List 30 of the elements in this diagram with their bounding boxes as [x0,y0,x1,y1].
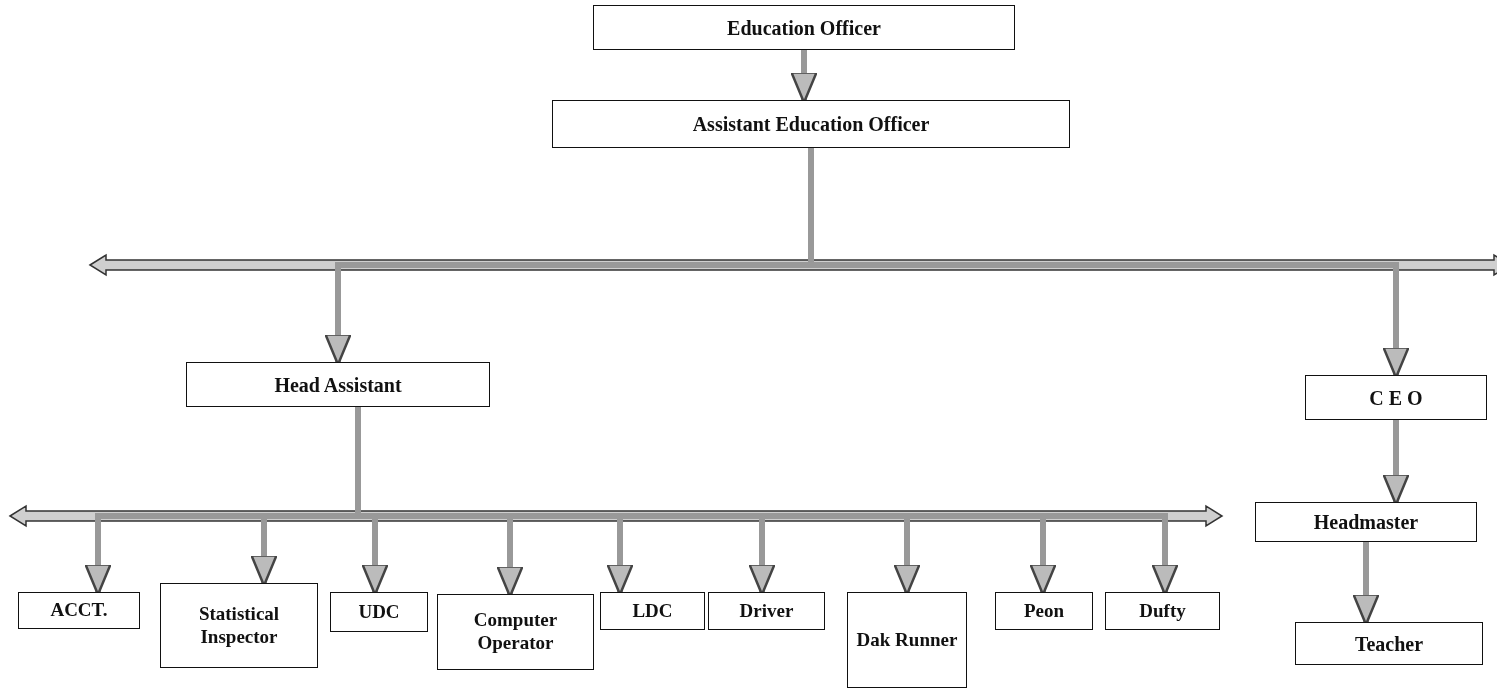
role-box [330,592,428,632]
role-box [160,583,318,668]
role-box [1295,622,1483,665]
role-title: Dak Runner [856,628,958,652]
role-box [1105,592,1220,630]
role-title: LDC [632,599,673,623]
role-title: ACCT. [50,599,108,622]
role-title: Computer Operator [472,609,559,655]
role-title: C E O [1369,385,1423,410]
role-box [847,592,967,688]
role-title: Driver [739,599,794,623]
role-title: Dufty [1139,599,1186,623]
role-title: UDC [358,600,400,624]
role-title: Assistant Education Officer [692,112,930,136]
role-box [708,592,825,630]
role-title: Statistical Inspector [197,602,281,649]
role-box [437,594,594,670]
role-box [593,5,1015,50]
role-box [1305,375,1487,420]
role-box [18,592,140,629]
role-box [186,362,490,407]
role-box [552,100,1070,148]
role-title: Head Assistant [274,372,402,397]
role-title: Teacher [1354,631,1424,656]
role-title: Peon [1023,599,1065,623]
role-box [1255,502,1477,542]
role-title: Headmaster [1313,510,1419,534]
role-title: Education Officer [727,15,881,40]
role-box [995,592,1093,630]
role-box [600,592,705,630]
